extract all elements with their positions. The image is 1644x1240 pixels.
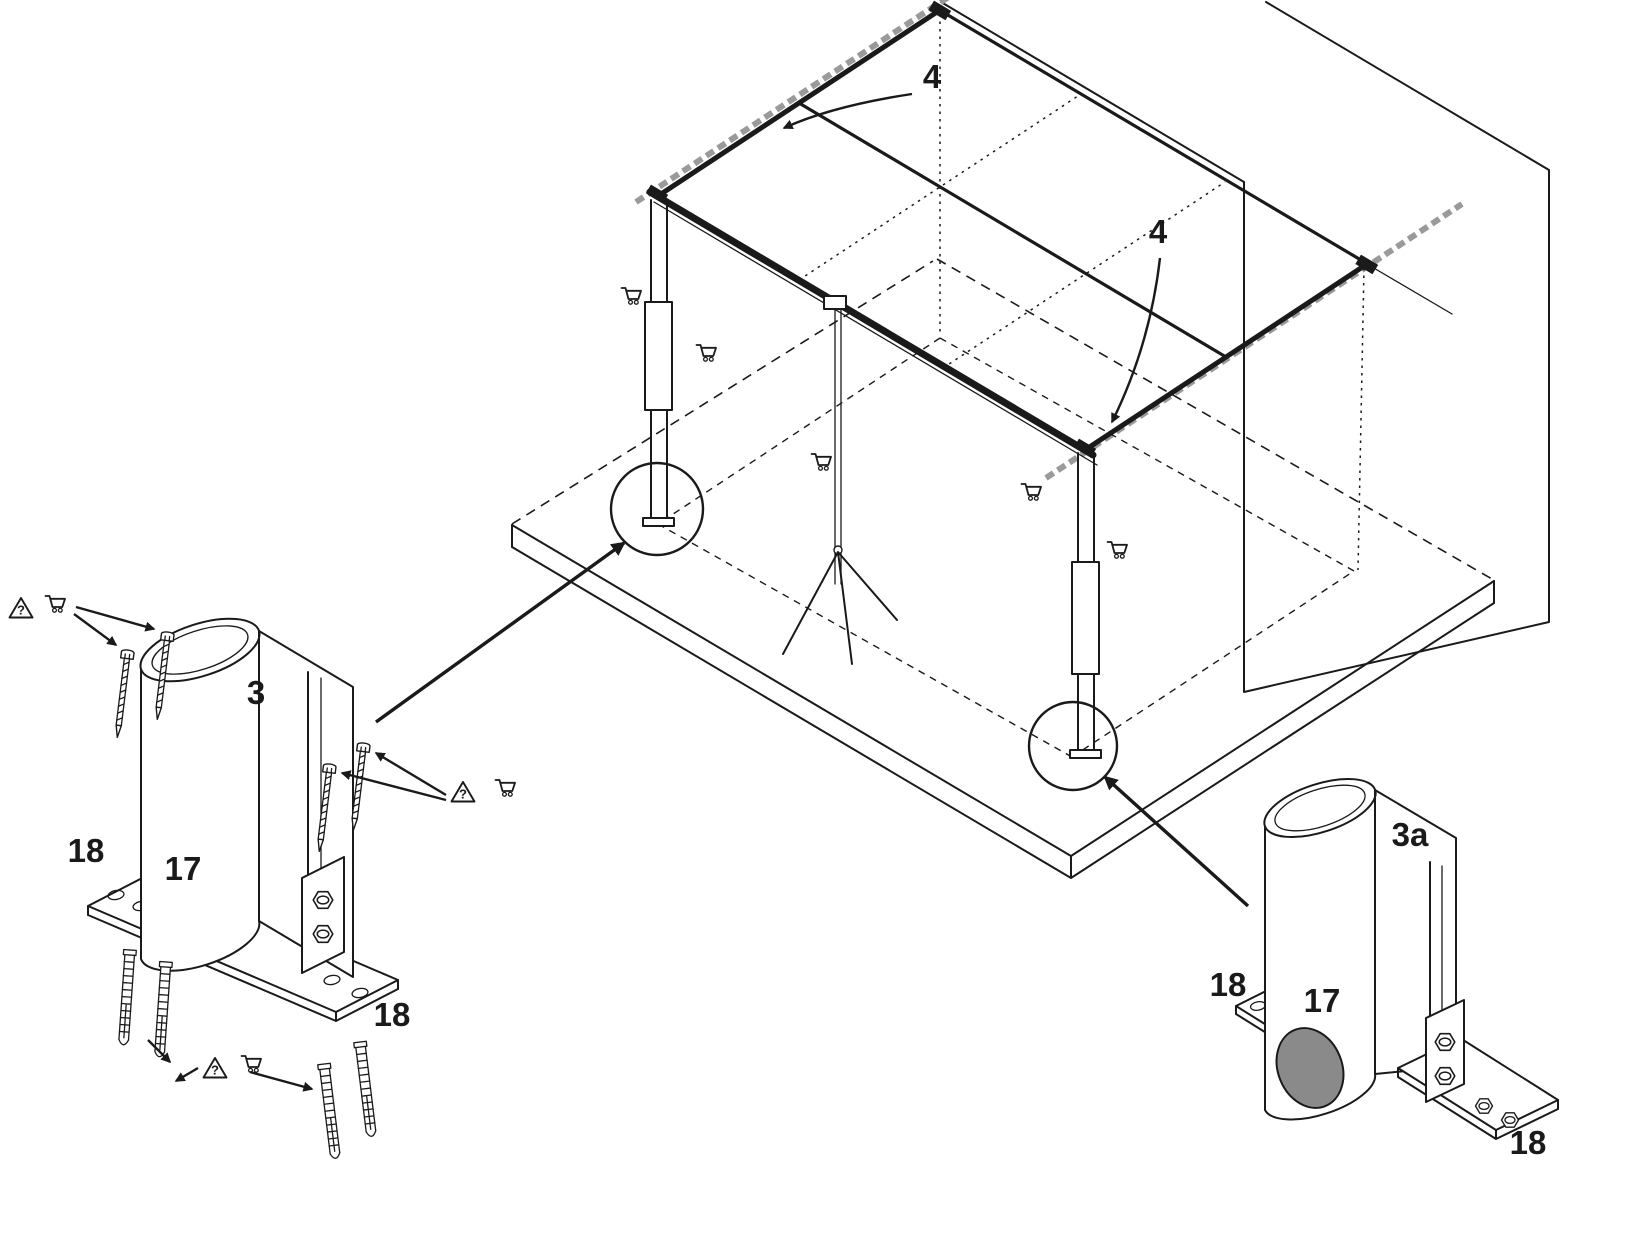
awning-roof-frame <box>634 0 1464 571</box>
post-front-left <box>642 199 675 527</box>
shopping-cart-icon <box>620 287 642 306</box>
hex-bolt-icon <box>1474 1098 1494 1114</box>
cover-cable-hole <box>1275 1027 1345 1109</box>
post-front-right <box>1069 452 1102 759</box>
post-left-tube <box>650 199 668 519</box>
callout-circle-left <box>609 461 705 557</box>
wall-hatch-line-left <box>634 0 950 205</box>
part-label-18-left-b: 18 <box>374 996 411 1033</box>
bracket-flange-left-detail <box>301 856 345 974</box>
hardware-note-bottom <box>147 1039 314 1092</box>
shopping-cart-icon <box>810 453 832 472</box>
base-bracket-right-detail <box>1397 999 1559 1140</box>
part-label-18-left-a: 18 <box>68 832 105 869</box>
bracket-wall-right <box>1355 254 1379 275</box>
wall-mount-beam <box>934 6 1373 268</box>
part-label-cover-left: 3 <box>247 674 265 711</box>
ground-platform <box>511 258 1495 879</box>
wall-plug-anchor-icon <box>317 1062 343 1160</box>
part-label-17-left: 17 <box>165 850 202 887</box>
hex-bolt-icon <box>1434 1032 1456 1052</box>
wall-plug-anchor-icon <box>116 948 137 1046</box>
hex-bolt-icon <box>312 890 334 910</box>
post-right-sleeve <box>1071 561 1100 675</box>
tripod-clamp <box>823 295 847 310</box>
platform-hidden-edges <box>511 258 1493 580</box>
shopping-cart-icon <box>240 1055 262 1074</box>
bracket-wall-left <box>928 0 952 21</box>
bracket-plate-thickness <box>1397 1067 1559 1140</box>
post-left-base-plate <box>642 517 675 527</box>
rail-right-arrow <box>1110 257 1162 424</box>
warning-question-icon <box>202 1057 228 1079</box>
front-beam-shadow-line <box>653 201 1098 466</box>
front-beam <box>646 188 1097 459</box>
awning-footprint <box>657 337 1355 758</box>
wall-plug-anchor-icon <box>152 960 173 1058</box>
part-label-17-right: 17 <box>1304 982 1341 1019</box>
post-cover-part-3 <box>139 617 354 978</box>
shopping-cart-icon <box>494 779 516 798</box>
post-right-tube <box>1077 452 1095 751</box>
warning-question-icon <box>8 597 34 619</box>
pointer-arrow <box>73 613 118 646</box>
rail-labels: 4 4 <box>782 58 1168 424</box>
bracket-flange <box>301 856 345 974</box>
detail-view-left: 3 17 18 18 <box>8 595 516 1160</box>
pointer-arrow <box>174 1066 199 1083</box>
bracket-plate-thickness <box>87 905 399 1022</box>
lag-screw-icon <box>110 648 135 739</box>
part-label-rail-right: 4 <box>1149 213 1168 250</box>
part-label-rail-left: 4 <box>923 58 942 95</box>
bolt-hole <box>351 987 369 999</box>
hex-bolt-icon <box>312 924 334 944</box>
wall-mount-beam-extension <box>1366 263 1453 315</box>
tripod-legs <box>782 551 898 665</box>
pointer-arrow <box>75 605 156 632</box>
hex-bolt-icon <box>1434 1066 1456 1086</box>
cover-inner-rim <box>151 625 249 675</box>
bracket-post-left <box>645 184 669 204</box>
platform-thickness <box>511 524 1495 879</box>
shopping-cart-icon <box>695 344 717 363</box>
bolt-hole <box>323 974 341 986</box>
middle-rail <box>797 101 1228 359</box>
wall-plug-anchor-icon <box>353 1040 379 1138</box>
detail-view-right: 3a 17 18 18 <box>1210 777 1559 1161</box>
callout-arrow-right <box>1103 775 1250 908</box>
tripod-support <box>782 295 898 665</box>
part-label-cover-right: 3a <box>1392 816 1429 853</box>
post-cover-part-3a <box>1263 777 1457 1121</box>
bolt-hole <box>107 889 125 901</box>
callout-arrow-left <box>375 541 626 724</box>
hardware-note-top-left <box>8 595 156 646</box>
wall-edges <box>940 1 1550 693</box>
post-left-sleeve <box>644 301 673 411</box>
tripod-pole <box>834 308 842 585</box>
main-isometric-view: 4 4 <box>511 0 1550 879</box>
callout-circle-right <box>1027 700 1119 792</box>
cover-inner-rim <box>1274 784 1366 832</box>
part-label-18-right-a: 18 <box>1210 966 1247 1003</box>
warning-question-icon <box>450 781 476 803</box>
pointer-arrow <box>374 751 447 797</box>
shopping-cart-icon <box>44 595 66 614</box>
pointer-arrow <box>340 770 447 802</box>
hardware-note-middle-right <box>340 751 516 803</box>
part-label-18-right-b: 18 <box>1510 1124 1547 1161</box>
rail-left-arrow <box>782 92 913 130</box>
pointer-arrow <box>249 1070 314 1092</box>
post-right-base-plate <box>1069 749 1102 759</box>
hidden-vertical-lines <box>939 14 1365 571</box>
bracket-post-right <box>1073 438 1097 458</box>
pointer-arrow <box>147 1039 172 1064</box>
